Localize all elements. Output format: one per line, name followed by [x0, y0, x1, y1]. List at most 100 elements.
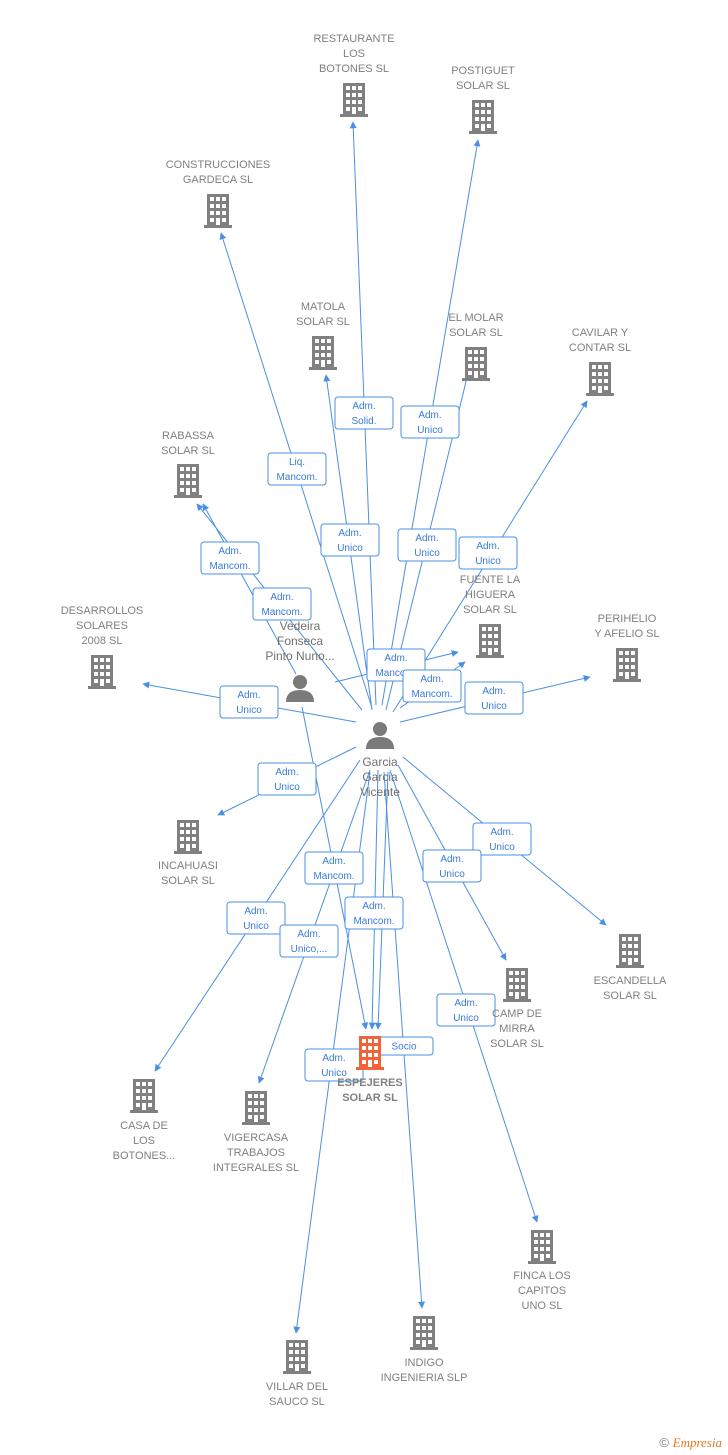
company-label: SOLAR SL: [490, 1038, 544, 1050]
edge-label-casa[interactable]: Adm.Unico: [226, 901, 286, 935]
edge-label-fuente-g[interactable]: Adm.Mancom.: [402, 669, 462, 703]
edge-label-espejeres-g[interactable]: Adm.Mancom.: [344, 896, 404, 930]
edge-label-text: Unico: [236, 705, 262, 716]
edge-label-box[interactable]: [464, 681, 524, 715]
person-label: Pinto Nuno...: [265, 649, 334, 663]
company-label: SAUCO SL: [269, 1396, 325, 1408]
edge-label-box[interactable]: [334, 396, 394, 430]
person-icon: [366, 722, 394, 749]
edge-label-box[interactable]: [304, 851, 364, 885]
edge-label-box[interactable]: [436, 993, 496, 1027]
edge-label-finca[interactable]: Adm.Unico: [436, 993, 496, 1027]
edge-label-escandella[interactable]: Adm.Unico: [472, 822, 532, 856]
company-label: CAVILAR Y: [572, 327, 629, 339]
edge-label-box[interactable]: [219, 685, 279, 719]
company-label: CASA DE: [120, 1120, 168, 1132]
building-icon: [174, 464, 202, 498]
edge-label-box[interactable]: [402, 669, 462, 703]
edge-label-box[interactable]: [344, 896, 404, 930]
edge-label-text: Unico: [481, 701, 507, 712]
company-label: UNO SL: [522, 1300, 563, 1312]
edge-label-gardeca[interactable]: Liq.Mancom.: [267, 452, 327, 486]
edge-label-text: Adm.: [352, 401, 375, 412]
edge-label-box[interactable]: [400, 405, 460, 439]
edge-label-box[interactable]: [422, 849, 482, 883]
edge-label-box[interactable]: [472, 822, 532, 856]
edge-label-matola[interactable]: Adm.Unico: [320, 523, 380, 557]
edge-label-text: Adm.: [476, 541, 499, 552]
edge-label-box[interactable]: [200, 541, 260, 575]
building-icon: [503, 968, 531, 1002]
edge-label-box[interactable]: [257, 762, 317, 796]
building-icon: [130, 1079, 158, 1113]
edge-label-restaurante[interactable]: Adm.Solid.: [334, 396, 394, 430]
edge-label-text: Adm.: [297, 929, 320, 940]
edge-label-cavilar[interactable]: Adm.Unico: [458, 536, 518, 570]
edge-label-text: Mancom.: [276, 472, 317, 483]
edge-label-box[interactable]: [397, 528, 457, 562]
edge-label-text: Adm.: [237, 690, 260, 701]
company-label: POSTIGUET: [451, 65, 515, 77]
company-label: Y AFELIO SL: [594, 628, 659, 640]
building-icon: [586, 362, 614, 396]
company-label: SOLAR SL: [296, 316, 350, 328]
edge-label-box[interactable]: [458, 536, 518, 570]
edge-label-text: Mancom.: [261, 607, 302, 618]
edge-label-espejeres-s[interactable]: Socio: [374, 1036, 434, 1056]
edge-label-text: Adm.: [454, 998, 477, 1009]
company-label: SOLAR SL: [449, 327, 503, 339]
edge-label-text: Unico: [274, 782, 300, 793]
edge-label-text: Adm.: [270, 592, 293, 603]
edge-label-molar[interactable]: Adm.Unico: [397, 528, 457, 562]
edge-label-box[interactable]: [252, 587, 312, 621]
company-label: CONSTRUCCIONES: [166, 159, 271, 171]
edge-label-incahuasi[interactable]: Adm.Unico: [257, 762, 317, 796]
edge-label-espejeres-v[interactable]: Adm.Mancom.: [304, 851, 364, 885]
company-label: RABASSA: [162, 430, 215, 442]
edge-label-rabassa-v[interactable]: Adm. Mancom.: [252, 587, 312, 621]
footer-brand[interactable]: © Empresia: [659, 1435, 722, 1451]
edge-label-rabassa-g[interactable]: Adm.Mancom.: [200, 541, 260, 575]
company-node-casa[interactable]: CASA DELOSBOTONES...: [113, 1079, 176, 1162]
edge-label-camp[interactable]: Adm.Unico: [422, 849, 482, 883]
person-label: Garcia: [362, 755, 398, 769]
edge-label-text: Mancom.: [375, 668, 416, 679]
edge-label-perihelio[interactable]: Adm.Unico: [464, 681, 524, 715]
edge-label-box[interactable]: [267, 452, 327, 486]
edge-label-box[interactable]: [226, 901, 286, 935]
edge-label-text: Adm.: [362, 901, 385, 912]
edge-label-box[interactable]: [320, 523, 380, 557]
edge-label-desarrollos[interactable]: Adm. Unico: [219, 685, 279, 719]
company-label: CAPITOS: [518, 1285, 566, 1297]
edge-label-box[interactable]: [279, 924, 339, 958]
building-icon: [462, 347, 490, 381]
edge-label-postiguet[interactable]: Adm.Unico: [400, 405, 460, 439]
edge-label-text: Adm.: [338, 528, 361, 539]
person-label: Fonseca: [277, 634, 323, 648]
person-label: Vicente: [360, 785, 400, 799]
edge-label-text: Unico: [321, 1068, 347, 1079]
edge-label-vigercasa[interactable]: Adm.Unico,...: [279, 924, 339, 958]
edge-label-text: Adm.: [322, 856, 345, 867]
